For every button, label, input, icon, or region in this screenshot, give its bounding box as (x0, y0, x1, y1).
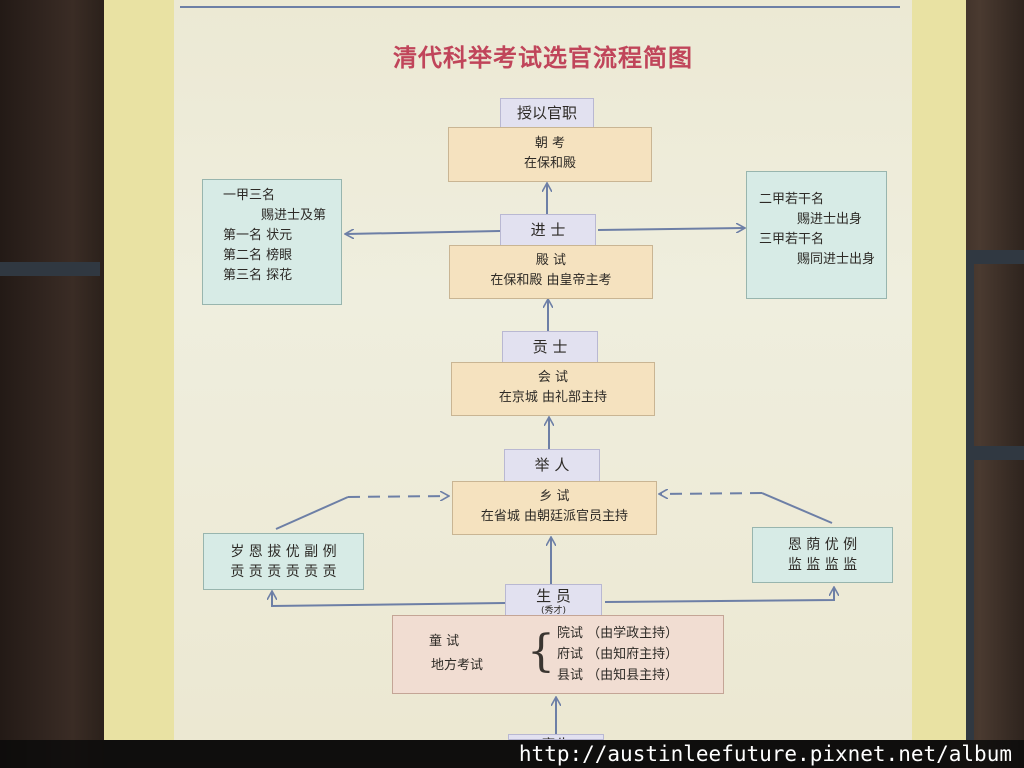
arrow-jinshi-to-right-ranks (597, 228, 744, 230)
frame-bar-right (958, 250, 1024, 264)
wall-left (0, 0, 104, 768)
node-dianshi-line2: 在保和殿 由皇帝主考 (490, 273, 612, 288)
node-tongshi-item1: 院试 （由学政主持） (557, 626, 679, 641)
left-ranks-line1: 一甲三名 (223, 188, 276, 203)
right-jiansheng-top: 恩 荫 优 例 (787, 537, 858, 553)
node-juren-label: 举 人 (534, 456, 570, 474)
node-shengyuan: 生 员 (秀才) (505, 584, 602, 617)
node-jinshi-label: 进 士 (530, 221, 566, 239)
left-ranks-line2: 赐进士及第 (261, 208, 327, 223)
left-ranks-line3: 第一名 状元 (223, 228, 293, 243)
diagram-title: 清代科举考试选官流程简图 (393, 43, 693, 72)
arrow-gongsheng-to-xiangshi (347, 496, 448, 497)
node-chaokao-line1: 朝 考 (534, 136, 566, 151)
arrow-shengyuan-to-gongsheng (272, 592, 506, 608)
node-huishi-line2: 在京城 由礼部主持 (498, 390, 608, 405)
node-dianshi: 殿 试 在保和殿 由皇帝主考 (449, 245, 653, 299)
frame-bar-left (0, 262, 100, 276)
node-tongshi-left1: 童 试 (429, 634, 460, 649)
node-shengyuan-note: (秀才) (540, 606, 567, 616)
node-xiangshi: 乡 试 在省城 由朝廷派官员主持 (452, 481, 657, 535)
node-tongshi-item2: 府试 （由知府主持） (557, 647, 679, 662)
node-tongsheng-label: 童生 (541, 736, 571, 739)
left-ranks-line4: 第二名 榜眼 (223, 248, 293, 263)
right-jiansheng-bottom: 监 监 监 监 (787, 557, 858, 573)
node-shouyi-guanzhi-label: 授以官职 (516, 104, 577, 122)
arrow-shengyuan-to-jiansheng (604, 588, 834, 603)
node-dianshi-line1: 殿 试 (535, 253, 567, 268)
node-xiangshi-line2: 在省城 由朝廷派官员主持 (480, 509, 629, 524)
arrow-jinshi-to-left-ranks (346, 231, 501, 234)
right-ranks-box: 二甲若干名 赐进士出身 三甲若干名 赐同进士出身 (746, 171, 887, 299)
node-chaokao-line2: 在保和殿 (523, 156, 576, 171)
node-huishi: 会 试 在京城 由礼部主持 (451, 362, 655, 416)
node-tongshi: 童 试 地方考试 { 院试 （由学政主持） 府试 （由知府主持） 县试 （由知县… (392, 615, 724, 694)
left-gongsheng-box: 岁 恩 拔 优 副 例 贡 贡 贡 贡 贡 贡 (203, 533, 364, 590)
frame-post-right (964, 264, 974, 740)
left-ranks-box: 一甲三名 赐进士及第 第一名 状元 第二名 榜眼 第三名 探花 (202, 179, 342, 305)
node-tongshi-left2: 地方考试 (431, 658, 484, 673)
line-jiansheng-diagonal (761, 492, 833, 524)
left-gongsheng-top: 岁 恩 拔 优 副 例 (230, 544, 337, 560)
right-ranks-line2: 赐进士出身 (797, 212, 863, 227)
poster-top-rule (180, 6, 900, 8)
line-gongsheng-diagonal (275, 496, 349, 530)
right-ranks-line3: 三甲若干名 (759, 232, 825, 247)
arrow-jiansheng-to-xiangshi (660, 493, 763, 494)
watermark-url: http://austinleefuture.pixnet.net/album (0, 740, 1024, 768)
node-gongshi-label: 贡 士 (532, 338, 568, 356)
node-shouyi-guanzhi: 授以官职 (500, 98, 594, 128)
right-jiansheng-box: 恩 荫 优 例 监 监 监 监 (752, 527, 893, 583)
node-jinshi: 进 士 (500, 214, 596, 246)
node-shengyuan-label: 生 员 (536, 587, 571, 605)
left-ranks-line5: 第三名 探花 (223, 268, 293, 283)
node-huishi-line1: 会 试 (537, 370, 569, 385)
node-juren: 举 人 (504, 449, 600, 482)
node-tongshi-item3: 县试 （由知县主持） (557, 668, 679, 683)
left-gongsheng-bottom: 贡 贡 贡 贡 贡 贡 (230, 564, 337, 580)
right-ranks-line1: 二甲若干名 (759, 192, 825, 207)
node-xiangshi-line1: 乡 试 (539, 489, 570, 504)
node-gongshi: 贡 士 (502, 331, 598, 363)
right-ranks-line4: 赐同进士出身 (797, 252, 876, 267)
node-chaokao: 朝 考 在保和殿 (448, 127, 652, 182)
frame-bar-right-2 (958, 446, 1024, 460)
node-tongshi-brace: { (527, 626, 555, 677)
node-tongsheng-partial: 童生 (508, 734, 604, 740)
